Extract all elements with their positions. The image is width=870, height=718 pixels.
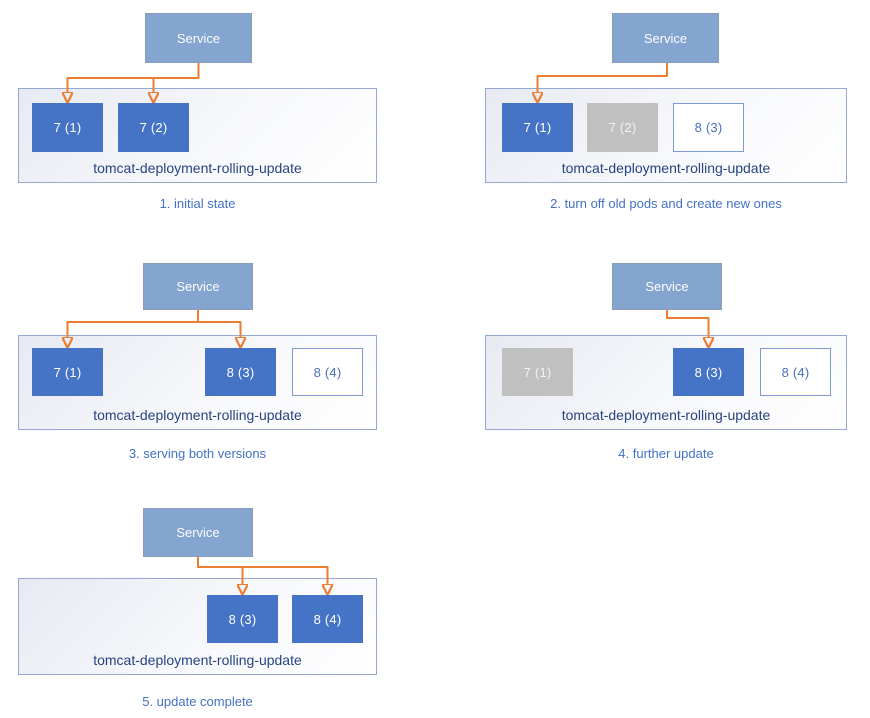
service-box: Service [143, 263, 253, 310]
deployment-label: tomcat-deployment-rolling-update [93, 407, 302, 423]
arrow-line [666, 310, 709, 338]
panel-caption: 4. further update [618, 446, 714, 461]
deployment-label: tomcat-deployment-rolling-update [561, 160, 771, 176]
pod-7-1: 7 (1) [32, 348, 103, 396]
pod-7-2: 7 (2) [587, 103, 658, 152]
pod-8-4: 8 (4) [760, 348, 831, 396]
service-box: Service [145, 13, 252, 63]
panel-further-update: Service tomcat-deployment-rolling-update… [435, 240, 870, 480]
panel-update-complete: Service tomcat-deployment-rolling-update… [0, 480, 435, 718]
pod-8-3: 8 (3) [207, 595, 278, 643]
pod-8-3: 8 (3) [205, 348, 276, 396]
panel-caption: 2. turn off old pods and create new ones [550, 196, 782, 211]
pod-8-3: 8 (3) [673, 103, 744, 152]
service-box: Service [612, 263, 722, 310]
pod-7-1: 7 (1) [502, 103, 573, 152]
deployment-label: tomcat-deployment-rolling-update [561, 407, 771, 423]
pod-7-2: 7 (2) [118, 103, 189, 152]
panel-serving-both-versions: Service tomcat-deployment-rolling-update… [0, 240, 435, 480]
pod-7-1: 7 (1) [32, 103, 103, 152]
deployment-label: tomcat-deployment-rolling-update [93, 160, 302, 176]
panel-caption: 5. update complete [142, 694, 253, 709]
service-box: Service [612, 13, 719, 63]
pod-8-3: 8 (3) [673, 348, 744, 396]
panel-caption: 1. initial state [159, 196, 236, 211]
panel-initial-state: Service tomcat-deployment-rolling-update… [0, 0, 435, 240]
deployment-label: tomcat-deployment-rolling-update [93, 652, 302, 668]
panel-turn-off-old-pods: Service tomcat-deployment-rolling-update… [435, 0, 870, 240]
panel-caption: 3. serving both versions [128, 446, 267, 461]
pod-8-4: 8 (4) [292, 348, 363, 396]
pod-8-4: 8 (4) [292, 595, 363, 643]
arrow-line [68, 310, 199, 338]
pod-7-1: 7 (1) [502, 348, 573, 396]
service-box: Service [143, 508, 253, 557]
